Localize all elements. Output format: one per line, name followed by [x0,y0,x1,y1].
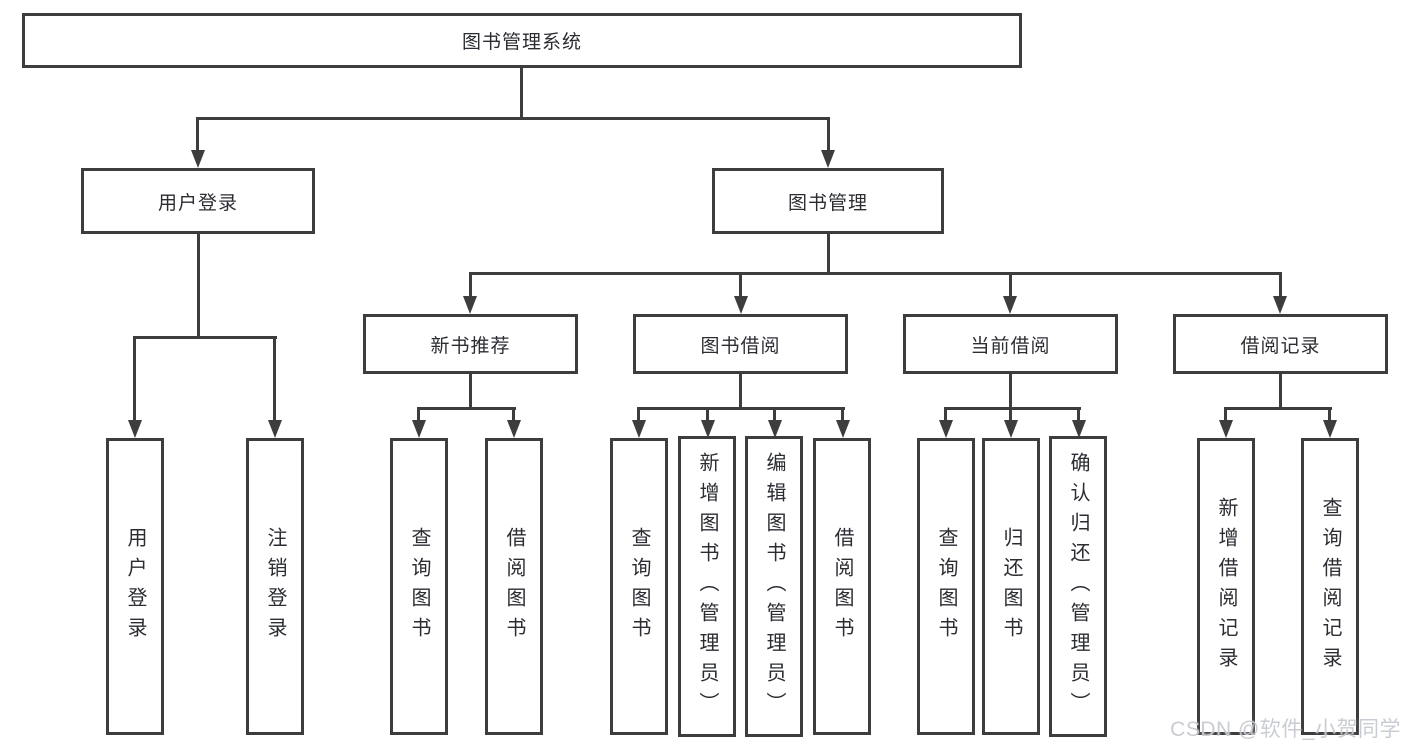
connector-line [1009,374,1012,407]
connector-line [417,407,420,420]
connector-line [637,407,845,410]
node-borrow-records-label: 借阅记录 [1240,335,1321,357]
connector-line [196,117,830,120]
arrow-down-icon [1004,420,1018,438]
leaf-query-borrow-record: 查询借阅记录 [1301,438,1359,735]
watermark: CSDN @软件_小贺同学 [1170,718,1401,741]
leaf-query-book-borrow: 查询图书 [610,438,668,735]
connector-line [827,234,830,272]
leaf-add-borrow-record: 新增借阅记录 [1197,438,1255,735]
leaf-query-book-borrow-label: 查询图书 [628,526,650,647]
connector-line [512,407,515,420]
connector-line [469,272,472,296]
connector-line [469,374,472,407]
arrow-down-icon [701,420,715,438]
connector-line [520,68,523,117]
leaf-confirm-return-admin-label: 确认归还（管理员） [1067,451,1089,722]
connector-line [637,407,640,420]
connector-line [196,117,199,150]
arrow-down-icon [268,420,282,438]
connector-line [1279,272,1282,296]
connector-line [1224,407,1227,420]
connector-line [273,336,276,420]
node-book-management-label: 图书管理 [787,192,868,214]
leaf-query-book-recommend: 查询图书 [390,438,448,735]
connector-line [944,407,1081,410]
connector-line [841,407,844,420]
connector-line [944,407,947,420]
connector-line [1077,407,1080,420]
arrow-down-icon [836,420,850,438]
node-book-management: 图书管理 [712,168,944,234]
connector-line [706,407,709,420]
node-root-label: 图书管理系统 [461,32,582,53]
arrow-down-icon [412,420,426,438]
leaf-borrow-book-recommend-label: 借阅图书 [503,526,525,647]
arrow-down-icon [1219,420,1233,438]
arrow-down-icon [768,420,782,438]
leaf-user-login: 用户登录 [106,438,164,735]
connector-line [739,272,742,296]
connector-line [827,117,830,150]
arrow-down-icon [463,296,477,314]
connector-line [469,272,1282,275]
connector-line [773,407,776,420]
leaf-query-book-recommend-label: 查询图书 [408,526,430,647]
node-current-borrow-label: 当前借阅 [970,335,1051,357]
arrow-down-icon [734,296,748,314]
arrow-down-icon [191,150,205,168]
leaf-query-book-current-label: 查询图书 [935,526,957,647]
leaf-logout: 注销登录 [246,438,304,735]
arrow-down-icon [1003,296,1017,314]
leaf-user-login-label: 用户登录 [124,526,146,647]
leaf-add-book-admin: 新增图书（管理员） [678,436,736,737]
leaf-query-book-current: 查询图书 [917,438,975,735]
leaf-query-borrow-record-label: 查询借阅记录 [1319,496,1341,677]
connector-line [1009,272,1012,296]
leaf-return-book-label: 归还图书 [1000,526,1022,647]
arrow-down-icon [507,420,521,438]
leaf-borrow-book-label: 借阅图书 [831,526,853,647]
node-book-borrow: 图书借阅 [633,314,848,374]
leaf-confirm-return-admin: 确认归还（管理员） [1049,436,1107,737]
leaf-borrow-book: 借阅图书 [813,438,871,735]
connector-line [1328,407,1331,420]
arrow-down-icon [128,420,142,438]
arrow-down-icon [1273,296,1287,314]
connector-line [197,234,200,336]
node-user-login-label: 用户登录 [157,192,238,214]
leaf-return-book: 归还图书 [982,438,1040,735]
arrow-down-icon [1323,420,1337,438]
connector-line [1009,407,1012,420]
leaf-add-borrow-record-label: 新增借阅记录 [1215,496,1237,677]
leaf-edit-book-admin: 编辑图书（管理员） [745,436,803,737]
node-new-book-recommend: 新书推荐 [363,314,578,374]
node-user-login: 用户登录 [81,168,315,234]
connector-line [1279,374,1282,407]
connector-line [739,374,742,407]
connector-line [417,407,516,410]
leaf-edit-book-admin-label: 编辑图书（管理员） [763,451,785,722]
node-root: 图书管理系统 [22,13,1022,68]
node-current-borrow: 当前借阅 [903,314,1118,374]
connector-line [1224,407,1332,410]
arrow-down-icon [939,420,953,438]
leaf-borrow-book-recommend: 借阅图书 [485,438,543,735]
connector-line [133,336,136,420]
leaf-logout-label: 注销登录 [264,526,286,647]
connector-line [133,336,277,339]
node-book-borrow-label: 图书借阅 [700,335,781,357]
node-borrow-records: 借阅记录 [1173,314,1388,374]
arrow-down-icon [821,150,835,168]
leaf-add-book-admin-label: 新增图书（管理员） [696,451,718,722]
node-new-book-recommend-label: 新书推荐 [430,335,511,357]
arrow-down-icon [1072,420,1086,438]
arrow-down-icon [632,420,646,438]
